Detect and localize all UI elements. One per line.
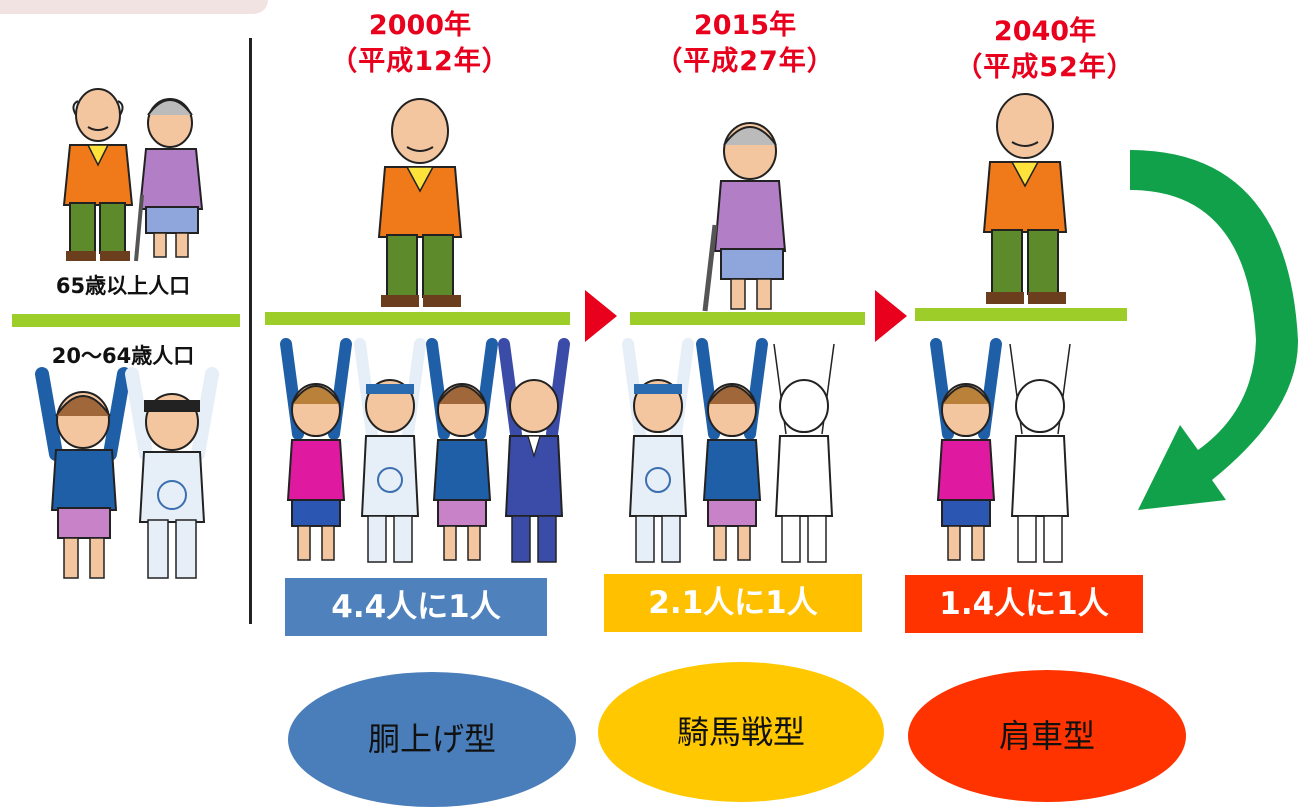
period-2040-bar — [915, 308, 1127, 321]
senior-population-label: 65歳以上人口 — [55, 274, 191, 298]
legend-green-bar — [12, 314, 240, 327]
period-2040-era-label: （平成52年） — [955, 52, 1135, 83]
supporter-woman2-icon — [426, 338, 498, 561]
vertical-divider — [249, 38, 252, 624]
old-man-icon — [62, 88, 134, 261]
period-2015-year-label: 2015年 — [693, 10, 797, 41]
period-2040-type-ellipse: 肩車型 — [908, 670, 1186, 802]
period-2000-ratio-box: 4.4人に1人 — [285, 578, 547, 636]
corner-tab — [0, 0, 268, 14]
period-2040-ratio-box: 1.4人に1人 — [905, 575, 1143, 633]
period-2015-era-label: （平成27年） — [655, 46, 835, 77]
period-2015-bar — [630, 312, 865, 325]
period-2040-supporters — [930, 338, 1090, 570]
old-man-icon — [982, 93, 1068, 304]
supporter-outline-man-icon — [1009, 343, 1071, 563]
period-2000-senior-figure — [365, 95, 475, 310]
worker-woman-icon — [35, 367, 131, 579]
period-2015-type-ellipse: 騎馬戦型 — [598, 662, 884, 802]
period-2015-supporters — [622, 338, 852, 570]
supporter-man-icon — [354, 338, 426, 563]
supporter-man-icon — [622, 338, 694, 563]
period-2015-type-label: 騎馬戦型 — [676, 713, 805, 751]
period-2040-year-label: 2040年 — [993, 16, 1097, 47]
period-2000-year-label: 2000年 — [368, 10, 472, 41]
period-2015-senior-figure — [695, 115, 800, 315]
period-2040-senior-figure — [970, 90, 1080, 310]
supporter-woman-icon — [696, 338, 768, 561]
triangle-arrow-2-icon — [875, 290, 907, 342]
working-population-label: 20〜64歳人口 — [51, 344, 195, 368]
period-2040-type-label: 肩車型 — [998, 717, 1095, 755]
old-man-icon — [377, 98, 463, 307]
period-2000-type-ellipse: 胴上げ型 — [288, 672, 576, 807]
period-2000-type-label: 胴上げ型 — [367, 720, 496, 758]
worker-man-icon — [125, 367, 219, 579]
period-2000-supporters — [280, 338, 580, 570]
supporter-outline-man-icon — [768, 338, 840, 563]
triangle-arrow-1-icon — [585, 290, 617, 342]
period-2000-year: 2000年 （平成12年） — [300, 8, 540, 80]
period-2000-era-label: （平成12年） — [330, 46, 510, 77]
period-2040-year: 2040年 （平成52年） — [925, 14, 1165, 86]
curved-arrow-icon — [1128, 150, 1299, 550]
supporter-businessman-icon — [498, 338, 570, 563]
old-woman-icon — [134, 98, 204, 262]
legend-senior-figures — [40, 85, 215, 265]
supporter-woman-icon — [280, 338, 352, 561]
period-2015-year: 2015年 （平成27年） — [625, 8, 865, 80]
period-2000-bar — [265, 312, 570, 325]
period-2015-ratio-box: 2.1人に1人 — [604, 574, 862, 632]
legend-worker-figures — [28, 367, 219, 590]
supporter-woman-icon — [930, 338, 1002, 561]
old-woman-icon — [702, 122, 787, 312]
